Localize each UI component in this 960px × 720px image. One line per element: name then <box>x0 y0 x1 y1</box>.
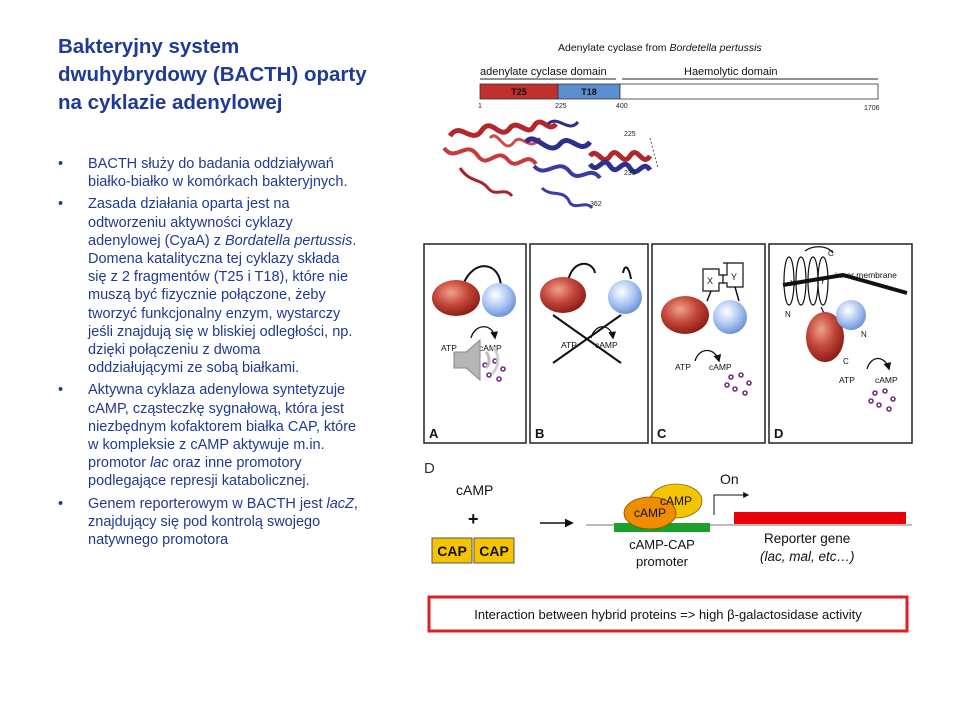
speaker-icon[interactable] <box>448 330 508 390</box>
plus-sign: + <box>468 509 479 529</box>
inner-membrane-label: inner membrane <box>835 270 897 280</box>
panel-d-letter: D <box>774 426 783 441</box>
position-1: 1 <box>478 103 482 110</box>
complex-label-2: promoter <box>636 554 689 569</box>
camp-front-label: cAMP <box>634 506 666 520</box>
on-label: On <box>720 471 739 487</box>
structure-label-233: 233 <box>624 170 636 177</box>
bullet-text: BACTH służy do badania oddziaływań białk… <box>88 156 348 191</box>
panel-d-c-bottom: C <box>843 357 849 366</box>
t18-sphere <box>482 283 516 317</box>
panel-c-y: Y <box>731 272 737 282</box>
camp-left-label: cAMP <box>456 482 493 498</box>
bullet-list: BACTH służy do badania oddziaływań białk… <box>58 155 358 553</box>
bullet-text: Bordatella pertussis <box>225 232 353 249</box>
interaction-box <box>427 595 909 633</box>
protein-structure-image <box>442 119 659 210</box>
haemolytic-domain-label: Haemolytic domain <box>684 66 778 78</box>
position-225: 225 <box>555 103 567 110</box>
interaction-statement: Interaction between hybrid proteins => h… <box>474 607 862 622</box>
slide-title: Bakteryjny system dwuhybrydowy (BACTH) o… <box>58 35 367 114</box>
panel-b-letter: B <box>535 426 544 441</box>
bullet-text: , znajdujący się pod kontrolą swojego na… <box>88 495 358 549</box>
domain-figure-heading: Adenylate cyclase from Bordetella pertus… <box>558 42 762 54</box>
panel-d-x: X <box>790 279 796 288</box>
panel-a: ATP cAMP A <box>423 243 527 444</box>
reporter-gene-label: Reporter gene <box>764 531 850 546</box>
structure-label-362: 362 <box>590 201 602 208</box>
haemolytic-segment <box>619 83 879 100</box>
bullet-item: BACTH służy do badania oddziaływań białk… <box>58 155 358 191</box>
panel-c-letter: C <box>657 426 667 441</box>
complex-label-1: cAMP-CAP <box>629 537 695 552</box>
cap-label-1: CAP <box>437 543 467 559</box>
reporter-gene-bar <box>734 512 906 524</box>
bullet-item: Zasada działania oparta jest na odtworze… <box>58 195 358 377</box>
cap-reporter-figure: D cAMP + CAP CAP cAMP cAMP cAMP-CAP prom… <box>418 455 913 637</box>
panel-d-n-left: N <box>785 310 791 319</box>
panel-d-camp: cAMP <box>875 375 898 385</box>
panel-b: ATP cAMP B <box>529 243 649 444</box>
adenylate-cyclase-domain-figure: Adenylate cyclase from Bordetella pertus… <box>442 42 880 210</box>
panel-a-letter: A <box>429 426 439 441</box>
panel-a-camp: cAMP <box>479 343 502 353</box>
bacth-principle-panels: ATP cAMP A ATP cAMP B X Y ATP cAMP <box>423 243 913 444</box>
panel-c: X Y ATP cAMP C <box>651 243 766 444</box>
bullet-item: Genem reporterowym w BACTH jest lacZ, zn… <box>58 495 358 550</box>
bullet-text: . Domena katalityczna tej cyklazy składa… <box>88 232 357 377</box>
cap-figure-letter: D <box>424 460 435 477</box>
bullet-text: lac <box>150 455 169 472</box>
panel-d-y: Y <box>820 277 826 286</box>
panel-d-n-right: N <box>861 330 867 339</box>
bullet-text: lacZ <box>326 495 354 512</box>
panel-b-camp: cAMP <box>595 340 618 350</box>
bullet-text: Zasada działania oparta jest na odtworze… <box>88 196 293 249</box>
ac-domain-label: adenylate cyclase domain <box>480 66 607 78</box>
panel-d: X Y C inner membrane N N C ATP cAMP D <box>768 243 913 444</box>
camp-cap-front <box>623 496 677 530</box>
cap-label-2: CAP <box>479 543 509 559</box>
panel-c-camp: cAMP <box>709 362 732 372</box>
panel-d-atp: ATP <box>839 375 855 385</box>
bullet-text: Genem reporterowym w BACTH jest <box>88 495 327 512</box>
cap-box-1 <box>431 537 473 564</box>
panel-d-c-top: C <box>828 249 834 258</box>
transcription-arrow <box>713 492 750 515</box>
structure-label-225: 225 <box>624 131 636 138</box>
panel-b-atp: ATP <box>561 340 577 350</box>
panel-c-x: X <box>707 276 713 286</box>
bullet-text: oraz inne promotory podlegające represji… <box>88 455 310 490</box>
bullet-text: Aktywna cyklaza adenylowa syntetyzuje cA… <box>88 382 357 472</box>
camp-top-label: cAMP <box>660 494 692 508</box>
panel-c-atp: ATP <box>675 362 691 372</box>
position-1706: 1706 <box>864 105 880 112</box>
position-400: 400 <box>616 103 628 110</box>
t25-label: T25 <box>511 87 527 97</box>
cap-box-2 <box>473 537 515 564</box>
t25-sphere <box>432 280 480 316</box>
inner-membrane-line <box>782 272 908 295</box>
reporter-gene-examples: (lac, mal, etc…) <box>760 549 855 564</box>
bullet-item: Aktywna cyklaza adenylowa syntetyzuje cA… <box>58 381 358 490</box>
t18-label: T18 <box>581 87 597 97</box>
panel-a-atp: ATP <box>441 343 457 353</box>
